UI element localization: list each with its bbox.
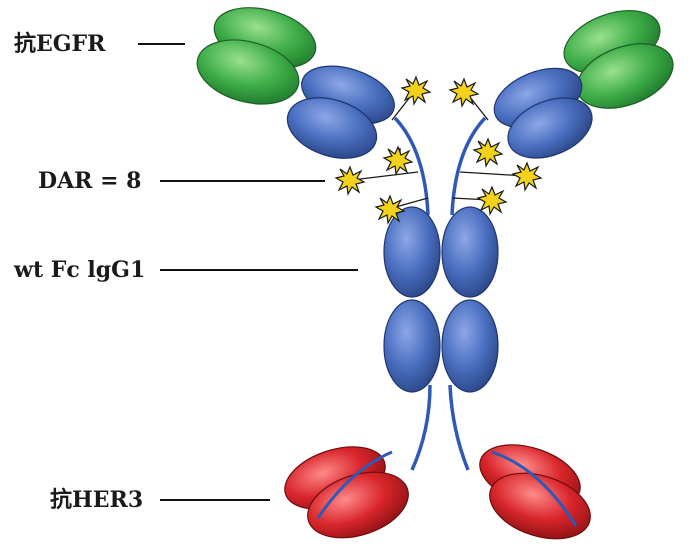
hinge-lines [393,116,487,471]
starburst-icon [335,166,365,195]
label-anti-egfr: 抗EGFR [14,31,106,57]
starburst-icon [383,146,413,175]
fab-constant-right [493,67,593,159]
starburst-icon [401,76,431,105]
label-fc: wt Fc lgG1 [14,257,146,283]
egfr-fab-left [196,7,317,105]
starburst-icon [477,186,507,215]
her3-binder-right [479,444,591,540]
leader-lines [138,43,358,501]
label-anti-her3: 抗HER3 [50,487,144,513]
fab-constant-left [286,65,395,159]
label-dar: DAR = 8 [38,168,142,194]
her3-binder-left [284,446,409,539]
fc-domains [383,206,499,393]
starburst-icon [512,162,542,191]
starburst-icon [473,138,503,167]
